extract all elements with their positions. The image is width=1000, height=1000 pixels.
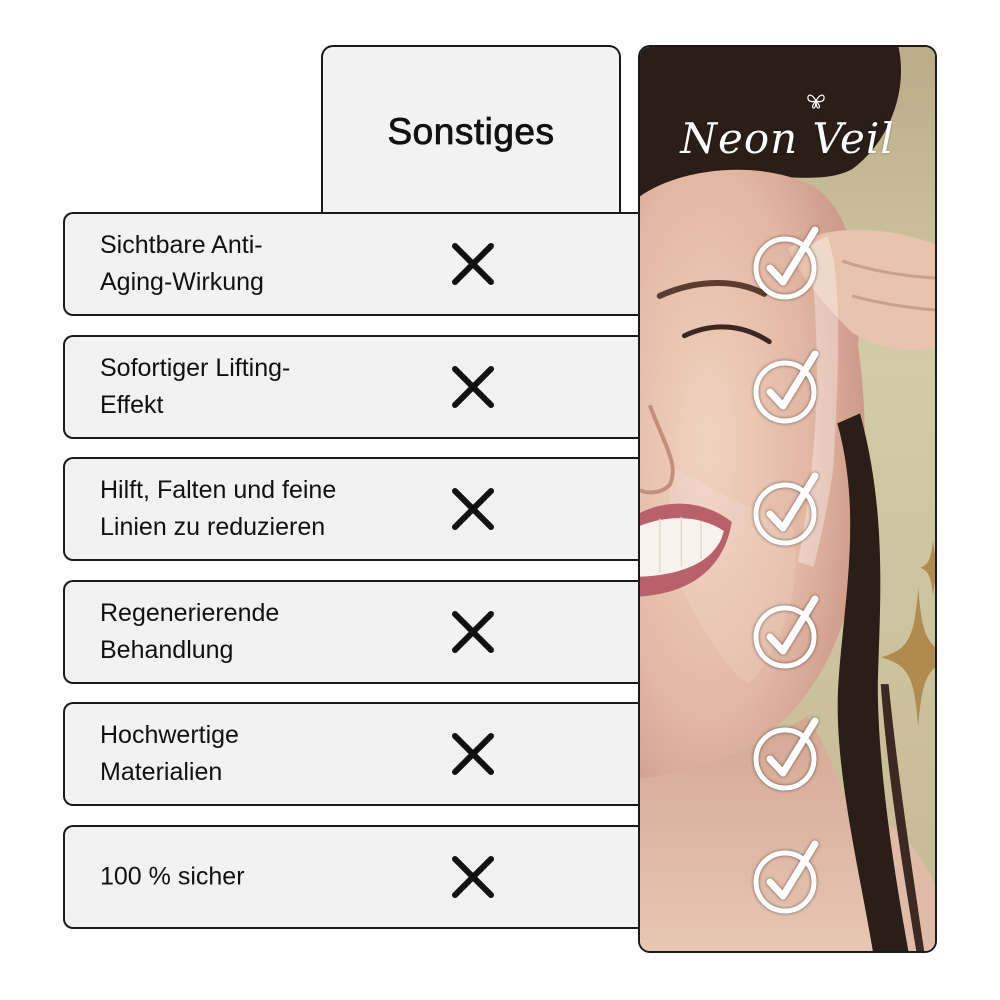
feature-label-line: Effekt	[100, 391, 164, 419]
competitor-column-header: Sonstiges	[321, 45, 621, 213]
x-mark-icon	[452, 488, 494, 530]
comparison-row: 100 % sicher	[63, 825, 655, 929]
comparison-row: Hilft, Falten und feine Linien zu reduzi…	[63, 457, 655, 561]
product-model-photo	[640, 47, 935, 951]
comparison-row: Sichtbare Anti- Aging-Wirkung	[63, 212, 655, 316]
feature-label: Sichtbare Anti- Aging-Wirkung	[100, 227, 264, 301]
check-circle-icon	[753, 840, 819, 914]
x-mark-icon	[452, 611, 494, 653]
comparison-row: Hochwertige Materialien	[63, 702, 655, 806]
feature-label-line: 100 % sicher	[100, 862, 245, 891]
feature-label: 100 % sicher	[100, 859, 245, 896]
feature-label: Sofortiger Lifting- Effekt	[100, 350, 290, 424]
brand-column-panel: Neon Veil	[638, 45, 937, 953]
feature-label: Regenerierende Behandlung	[100, 595, 279, 669]
feature-label-line: Behandlung	[100, 636, 234, 664]
x-mark-icon	[452, 366, 494, 408]
feature-label-line: Hochwertige	[100, 721, 239, 749]
x-mark-icon	[452, 733, 494, 775]
check-circle-icon	[753, 472, 819, 546]
feature-label-line: Linien zu reduzieren	[100, 513, 326, 541]
feature-label-line: Sichtbare Anti-	[100, 231, 263, 259]
butterfly-icon	[807, 94, 825, 109]
check-circle-icon	[753, 595, 819, 669]
check-circle-icon	[753, 717, 819, 791]
check-circle-icon	[753, 350, 819, 424]
feature-label-line: Aging-Wirkung	[100, 268, 264, 296]
feature-label-line: Hilft, Falten und feine	[100, 476, 337, 504]
x-mark-icon	[452, 856, 494, 898]
feature-label-line: Sofortiger Lifting-	[100, 354, 291, 382]
feature-label-line: Regenerierende	[100, 599, 280, 627]
competitor-column-label: Sonstiges	[387, 111, 555, 153]
check-circle-icon	[753, 226, 819, 300]
comparison-row: Sofortiger Lifting- Effekt	[63, 335, 655, 439]
feature-label-line: Materialien	[100, 758, 223, 786]
comparison-row: Regenerierende Behandlung	[63, 580, 655, 684]
feature-label: Hochwertige Materialien	[100, 717, 239, 791]
feature-label: Hilft, Falten und feine Linien zu reduzi…	[100, 472, 336, 546]
brand-logo: Neon Veil	[680, 114, 895, 163]
x-mark-icon	[452, 243, 494, 285]
